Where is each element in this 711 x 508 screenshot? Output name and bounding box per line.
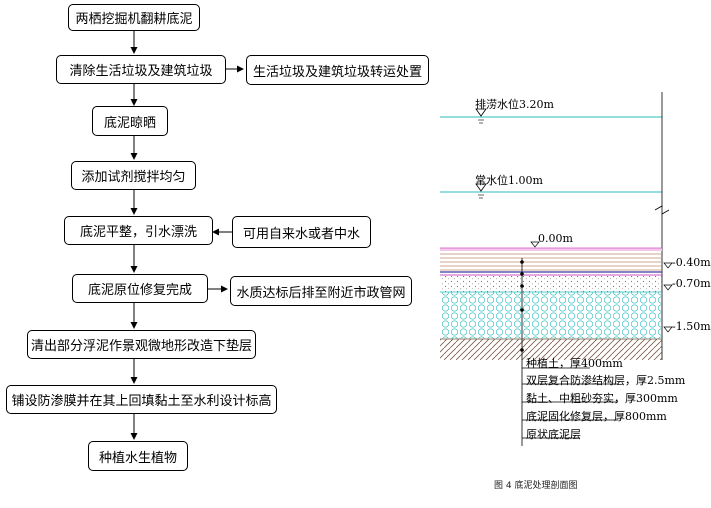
layer-label-solidified: 底泥固化修复层，厚800mm [526,410,667,423]
original-sludge-layer [440,339,662,360]
leader-lines [521,258,618,446]
note-drainage: 水质达标后排至附近市政管网 [230,276,412,306]
step-remove-float-mud: 清出部分浮泥作景观微地形改造下垫层 [27,330,256,359]
elevation-150-label: -1.50m [672,320,711,333]
ground-top-band [440,248,662,251]
elevation-070-label: -0.70m [672,277,711,290]
normal-level-label: 常水位1.00m [475,174,543,187]
figure-caption: 图 4 底泥处理剖面图 [494,481,578,491]
topsoil-layer [440,251,662,272]
break-symbol [654,205,670,215]
flood-level-label: 排涝水位3.20m [475,98,554,111]
flood-level-marker [475,108,487,124]
solidified-sludge-layer [440,292,662,339]
clay-sand-layer [440,276,662,292]
normal-level-marker [475,183,487,199]
note-water-source: 可用自来水或者中水 [232,216,371,248]
step-plant-aquatics: 种植水生植物 [88,441,188,471]
step-till-sludge: 两栖挖掘机翻耕底泥 [68,4,200,31]
note-garbage-transfer: 生活垃圾及建筑垃圾转运处置 [246,55,429,85]
step-clear-garbage: 清除生活垃圾及建筑垃圾 [56,55,226,84]
layer-label-topsoil: 种植土，厚400mm [526,357,623,370]
step-sun-dry: 底泥晾晒 [92,106,168,136]
step-level-rinse: 底泥平整，引水漂洗 [64,216,213,245]
step-lay-liner: 铺设防渗膜并在其上回填黏土至水利设计标高 [6,385,277,414]
step-restoration-done: 底泥原位修复完成 [72,274,208,303]
elevation-040-label: -0.40m [672,256,711,269]
elevation-0-label: 0.00m [538,232,573,245]
layer-label-liner: 双层复合防渗结构层，厚2.5mm [526,374,686,387]
leader-dots [520,260,524,352]
layer-label-clay-sand: 黏土、中粗砂夯实，厚300mm [526,392,678,405]
elevation-markers [530,241,673,333]
step-add-reagent: 添加试剂搅拌均匀 [71,161,196,190]
layer-label-original: 原状底泥层 [526,428,581,441]
